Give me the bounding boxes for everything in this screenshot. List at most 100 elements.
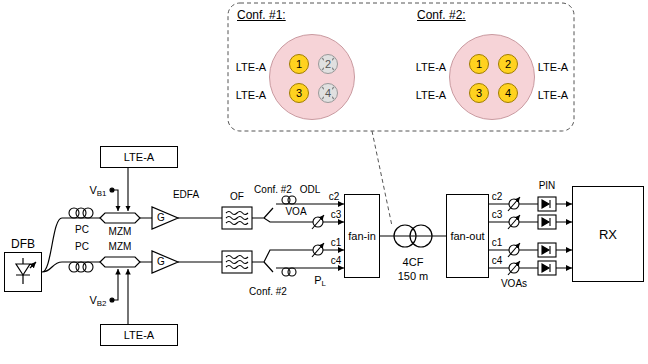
optical-fiber <box>42 218 100 272</box>
amplifier-symbol <box>152 207 178 273</box>
core-signal-label: LTE-A <box>538 62 568 73</box>
cross-mark <box>322 87 334 99</box>
optical-fiber <box>486 267 572 268</box>
channel-label: c1 <box>331 238 342 248</box>
photodiode-symbol <box>542 200 549 272</box>
attenuator-symbol <box>508 261 520 275</box>
node-text: 4 <box>324 88 332 99</box>
node-text: 2 <box>505 59 511 70</box>
channel-label: c2 <box>329 192 340 202</box>
optical-filter <box>226 212 248 225</box>
laser-diode-symbol <box>16 258 36 284</box>
amplifier-symbol <box>152 251 178 273</box>
fiber-core: 3 <box>469 83 489 103</box>
unused-core: 4 <box>318 83 338 103</box>
attenuator-symbol <box>508 197 520 211</box>
core-signal-label: LTE-A <box>538 90 568 101</box>
bias-wire <box>110 298 114 302</box>
switch-symbol <box>264 208 273 272</box>
optical-fiber <box>486 203 572 204</box>
subscript: L <box>321 279 325 288</box>
delay-line-coil <box>288 268 296 276</box>
fiber-length: 150 m <box>398 271 429 282</box>
fiber-core: 2 <box>498 54 518 74</box>
part-name: VOAs <box>501 279 527 289</box>
photodiode-symbol <box>549 200 550 272</box>
cross-mark <box>322 58 334 70</box>
subscript: B2 <box>97 299 107 308</box>
bias-wire <box>110 188 114 192</box>
attenuator-symbol <box>312 243 324 257</box>
attenuator-symbol <box>508 243 520 257</box>
power-label: PL <box>314 275 326 286</box>
laser-diode-symbol <box>16 264 30 275</box>
optical-fiber <box>252 250 344 262</box>
modulator-symbol <box>100 213 140 223</box>
heading-text: Conf. #1: <box>237 9 286 21</box>
part-name: ODL <box>300 185 321 195</box>
node-text: 4 <box>505 88 511 99</box>
fiber-core: 3 <box>289 83 309 103</box>
bias-wire <box>112 190 118 211</box>
fiber-core: 1 <box>289 54 309 74</box>
node-text: RX <box>599 228 617 241</box>
polarization-controller <box>83 262 93 272</box>
node-text: fan-in <box>348 231 376 242</box>
part-name: MZM <box>109 242 132 252</box>
amplifier-symbol <box>152 207 178 229</box>
bias-wire <box>112 269 118 300</box>
fan-out-box: fan-out <box>446 194 489 278</box>
switch-symbol <box>264 208 273 272</box>
optical-fiber <box>42 204 572 272</box>
node-text: 3 <box>296 88 302 99</box>
polarization-controller <box>83 208 93 218</box>
bias-voltage-label: VB2 <box>89 295 106 306</box>
gain-symbol: G <box>157 257 165 267</box>
photodiode-symbol <box>538 197 556 275</box>
modulator-symbol <box>100 257 140 267</box>
delay-line-coil <box>288 196 296 204</box>
channel-label: c2 <box>492 192 503 202</box>
laser-box: DFB <box>4 252 42 292</box>
fiber-cross-section: Conf. #1:1234 <box>269 34 355 120</box>
fiber-core: 4 <box>498 83 518 103</box>
signal-source-box: LTE-A <box>100 146 178 168</box>
gain-symbol: G <box>157 213 165 223</box>
signal-source-box: LTE-A <box>100 324 178 346</box>
core-signal-label: LTE-A <box>236 62 266 73</box>
fiber-core: 1 <box>469 54 489 74</box>
node-text: fan-out <box>450 231 484 242</box>
optical-filter <box>222 207 252 229</box>
modulator-symbol <box>100 213 140 267</box>
heading-text: DFB <box>11 238 35 250</box>
node-text: LTE-A <box>124 152 154 163</box>
optical-filter <box>222 207 252 273</box>
node-text: 1 <box>296 59 302 70</box>
node-text: 1 <box>476 59 482 70</box>
configuration-note: Conf. #2 <box>254 185 292 195</box>
fan-in-box: fan-in <box>344 194 380 278</box>
fiber-cross-section: Conf. #2:1234 <box>449 34 535 120</box>
node-text: LTE-A <box>124 330 154 341</box>
optical-fiber <box>252 218 344 222</box>
fiber-link <box>380 235 446 236</box>
bias-wire <box>127 269 128 326</box>
attenuator-symbol <box>312 215 324 229</box>
part-name: PIN <box>539 181 556 191</box>
subscript: B1 <box>97 189 107 198</box>
laser-diode-symbol <box>16 258 30 284</box>
unused-core: 2 <box>318 54 338 74</box>
part-name: PC <box>75 225 89 235</box>
core-signal-label: LTE-A <box>416 62 446 73</box>
configuration-note: Conf. #2 <box>249 287 287 297</box>
polarization-controller <box>69 208 93 272</box>
bias-voltage-label: VB1 <box>89 185 106 196</box>
optical-filter <box>222 251 252 273</box>
channel-label: c1 <box>492 238 503 248</box>
channel-label: c4 <box>492 256 503 266</box>
receiver-box: RX <box>572 186 644 282</box>
bias-wire <box>127 168 128 211</box>
part-name: PC <box>75 242 89 252</box>
channel-label: c3 <box>331 210 342 220</box>
